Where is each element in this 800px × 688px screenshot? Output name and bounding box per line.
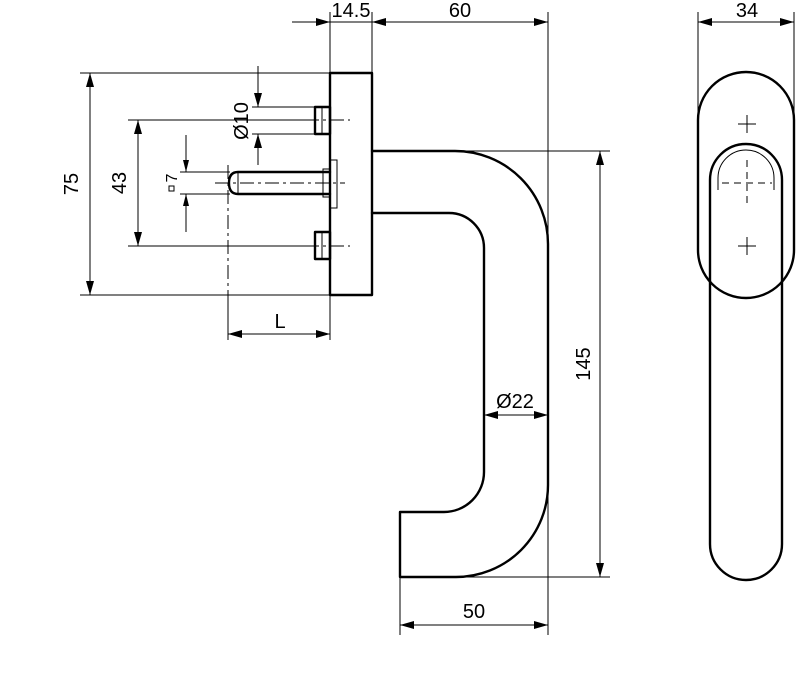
dim-rosette-thickness-label: 14.5 xyxy=(332,0,371,22)
dim-handle-reach-label: 60 xyxy=(449,0,471,22)
dimension-34: 34 xyxy=(697,0,795,118)
grip-front xyxy=(708,142,784,582)
dim-rosette-width-label: 34 xyxy=(736,0,758,22)
dimension-14-5: 14.5 xyxy=(292,0,386,73)
rosette-front xyxy=(696,70,796,300)
upper-screw-marker xyxy=(738,115,756,133)
handle-body xyxy=(370,149,550,579)
dimension-d22: Ø22 xyxy=(484,391,548,419)
dim-rosette-height-label: 75 xyxy=(61,173,83,195)
dimension-d10: Ø10 xyxy=(231,66,315,165)
side-view: 75 43 Ø10 xyxy=(61,0,610,635)
dim-grip-diameter-label: Ø22 xyxy=(496,391,534,413)
rosette-plate xyxy=(328,71,374,297)
dimension-7: 7 xyxy=(164,135,230,232)
dim-handle-drop-label: 50 xyxy=(463,601,485,623)
center-spindle-marker xyxy=(722,160,772,206)
dim-spindle-length-label: L xyxy=(274,311,285,333)
square-symbol xyxy=(168,185,175,192)
spindle xyxy=(227,159,338,209)
dim-spindle-square-label: 7 xyxy=(164,173,181,182)
dimension-43: 43 xyxy=(109,119,315,247)
dim-handle-length-label: 145 xyxy=(573,347,595,380)
dimension-60: 60 xyxy=(372,0,549,240)
dimension-L: L xyxy=(227,295,331,340)
dimension-145: 145 xyxy=(372,150,610,578)
lower-screw-marker xyxy=(738,237,756,255)
dim-screw-spacing-label: 43 xyxy=(109,172,131,194)
dimension-75: 75 xyxy=(61,72,330,296)
dimension-50: 50 xyxy=(399,485,549,635)
dim-screw-diameter-label: Ø10 xyxy=(231,102,253,140)
grip-collar xyxy=(717,149,775,190)
front-view: 34 xyxy=(696,0,796,582)
